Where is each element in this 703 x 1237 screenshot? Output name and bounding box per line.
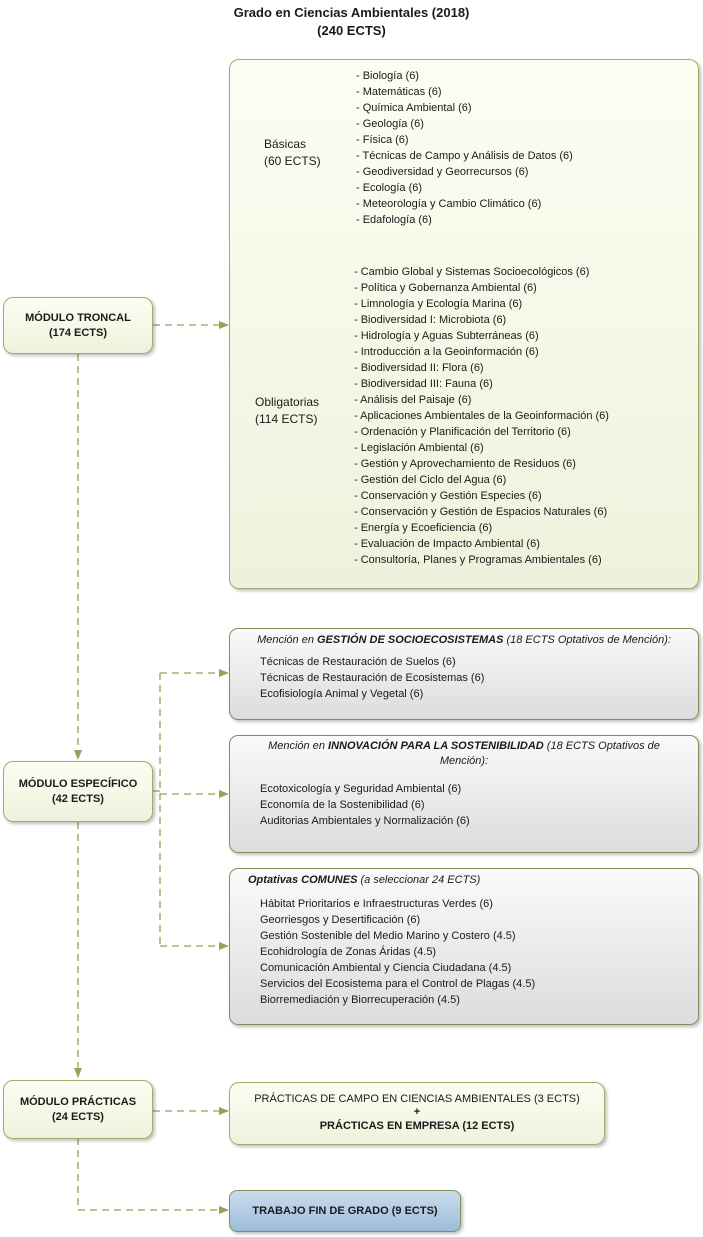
mencion-header-line-2: Mención): [439,755,489,767]
practicas-content-box: PRÁCTICAS DE CAMPO EN CIENCIAS AMBIENTAL… [229,1082,605,1145]
basicas-label-ects: (60 ECTS) [264,154,321,168]
obligatorias-label-ects: (114 ECTS) [255,412,318,426]
list-item: Auditorias Ambientales y Normalización (… [260,815,470,827]
list-item: Biorremediación y Biorrecuperación (4.5) [260,994,460,1006]
optativas-suffix: (a seleccionar 24 ECTS) [357,874,481,886]
mencion-socioecosistemas-header: Mención en GESTIÓN DE SOCIOECOSISTEMAS (… [230,633,698,648]
obligatorias-label-name: Obligatorias [255,395,320,409]
list-item: - Técnicas de Campo y Análisis de Datos … [356,150,573,162]
title-line-1: Grado en Ciencias Ambientales (2018) [233,5,470,20]
list-item: - Conservación y Gestión Especies (6) [354,490,542,502]
mencion-sostenibilidad-list: Ecotoxicología y Seguridad Ambiental (6)… [260,781,698,829]
obligatorias-list: - Cambio Global y Sistemas Socioecológic… [354,264,609,568]
list-item: Economía de la Sostenibilidad (6) [260,799,425,811]
modulo-troncal-ects: (174 ECTS) [48,326,108,339]
list-item: - Evaluación de Impacto Ambiental (6) [354,538,540,550]
list-item: - Ecología (6) [356,182,423,194]
list-item: - Gestión y Aprovechamiento de Residuos … [354,458,576,470]
title-line-2: (240 ECTS) [317,23,386,38]
list-item: - Física (6) [356,134,409,146]
mencion-prefix: Mención en [257,634,317,646]
list-item: - Legislación Ambiental (6) [354,442,484,454]
list-item: Ecofisiología Animal y Vegetal (6) [260,688,424,700]
mencion-sostenibilidad-box: Mención en INNOVACIÓN PARA LA SOSTENIBIL… [229,735,699,853]
mencion-suffix: (18 ECTS Optativos de [543,740,660,752]
modulo-especifico-ects: (42 ECTS) [52,792,104,805]
list-item: - Biodiversidad III: Fauna (6) [354,378,493,390]
modulo-troncal-box: MÓDULO TRONCAL (174 ECTS) [3,297,153,354]
modulo-especifico-name: MÓDULO ESPECÍFICO [18,777,138,790]
optativas-header: Optativas COMUNES (a seleccionar 24 ECTS… [248,873,698,888]
list-item: - Análisis del Paisaje (6) [354,394,472,406]
mencion-socioecosistemas-box: Mención en GESTIÓN DE SOCIOECOSISTEMAS (… [229,628,699,720]
optativas-comunes-box: Optativas COMUNES (a seleccionar 24 ECTS… [229,868,699,1025]
list-item: - Introducción a la Geoinformación (6) [354,346,539,358]
mencion-name: INNOVACIÓN PARA LA SOSTENIBILIDAD [328,740,544,752]
mencion-sostenibilidad-header: Mención en INNOVACIÓN PARA LA SOSTENIBIL… [230,739,698,769]
list-item: - Química Ambiental (6) [356,102,472,114]
basicas-label: Básicas (60 ECTS) [264,136,321,170]
list-item: - Biodiversidad I: Microbiota (6) [354,314,507,326]
optativas-list: Hábitat Prioritarios e Infraestructuras … [260,896,698,1008]
list-item: - Aplicaciones Ambientales de la Geoinfo… [354,410,609,422]
mencion-name: GESTIÓN DE SOCIOECOSISTEMAS [317,634,504,646]
modulo-troncal-name: MÓDULO TRONCAL [25,311,131,324]
branch-trunk [153,673,161,946]
practicas-empresa: PRÁCTICAS EN EMPRESA (12 ECTS) [319,1120,515,1132]
tfg-box: TRABAJO FIN DE GRADO (9 ECTS) [229,1190,461,1232]
list-item: Ecotoxicología y Seguridad Ambiental (6) [260,783,462,795]
optativas-name: Optativas COMUNES [248,874,358,886]
list-item: - Energía y Ecoeficiencia (6) [354,522,493,534]
list-item: - Gestión del Ciclo del Agua (6) [354,474,507,486]
modulo-practicas-ects: (24 ECTS) [52,1110,104,1123]
tfg-label: TRABAJO FIN DE GRADO (9 ECTS) [252,1204,438,1217]
obligatorias-label: Obligatorias (114 ECTS) [255,394,319,428]
list-item: - Biología (6) [356,70,419,82]
list-item: Gestión Sostenible del Medio Marino y Co… [260,930,516,942]
mencion-header-line-1: Mención en INNOVACIÓN PARA LA SOSTENIBIL… [230,739,698,754]
practicas-plus: + [413,1106,421,1118]
basicas-list: - Biología (6) - Matemáticas (6) - Quími… [356,68,573,228]
list-item: - Hidrología y Aguas Subterráneas (6) [354,330,539,342]
list-item: - Biodiversidad II: Flora (6) [354,362,484,374]
list-item: - Edafología (6) [356,214,432,226]
list-item: Comunicación Ambiental y Ciencia Ciudada… [260,962,512,974]
practicas-campo: PRÁCTICAS DE CAMPO EN CIENCIAS AMBIENTAL… [254,1093,580,1105]
list-item: - Matemáticas (6) [356,86,442,98]
list-item: - Meteorología y Cambio Climático (6) [356,198,542,210]
modulo-practicas-box: MÓDULO PRÁCTICAS (24 ECTS) [3,1080,153,1139]
mencion-socioecosistemas-list: Técnicas de Restauración de Suelos (6) T… [260,654,698,702]
mencion-suffix: (18 ECTS Optativos de Mención): [503,634,671,646]
modulo-especifico-box: MÓDULO ESPECÍFICO (42 ECTS) [3,761,153,822]
list-item: - Política y Gobernanza Ambiental (6) [354,282,537,294]
basicas-label-name: Básicas [264,137,307,151]
list-item: - Conservación y Gestión de Espacios Nat… [354,506,608,518]
list-item: - Limnología y Ecología Marina (6) [354,298,523,310]
modulo-practicas-name: MÓDULO PRÁCTICAS [19,1095,137,1108]
list-item: Técnicas de Restauración de Suelos (6) [260,656,456,668]
list-item: - Consultoría, Planes y Programas Ambien… [354,554,602,566]
list-item: Hábitat Prioritarios e Infraestructuras … [260,898,493,910]
list-item: Georriesgos y Desertificación (6) [260,914,421,926]
list-item: - Geodiversidad y Georrecursos (6) [356,166,529,178]
mencion-prefix: Mención en [268,740,329,752]
troncal-subjects-box [229,59,699,589]
list-item: - Cambio Global y Sistemas Socioecológic… [354,266,590,278]
list-item: Servicios del Ecosistema para el Control… [260,978,536,990]
list-item: Técnicas de Restauración de Ecosistemas … [260,672,485,684]
list-item: - Ordenación y Planificación del Territo… [354,426,571,438]
list-item: - Geología (6) [356,118,424,130]
list-item: Ecohidrología de Zonas Áridas (4.5) [260,946,437,958]
diagram-title: Grado en Ciencias Ambientales (2018) (24… [0,4,703,40]
